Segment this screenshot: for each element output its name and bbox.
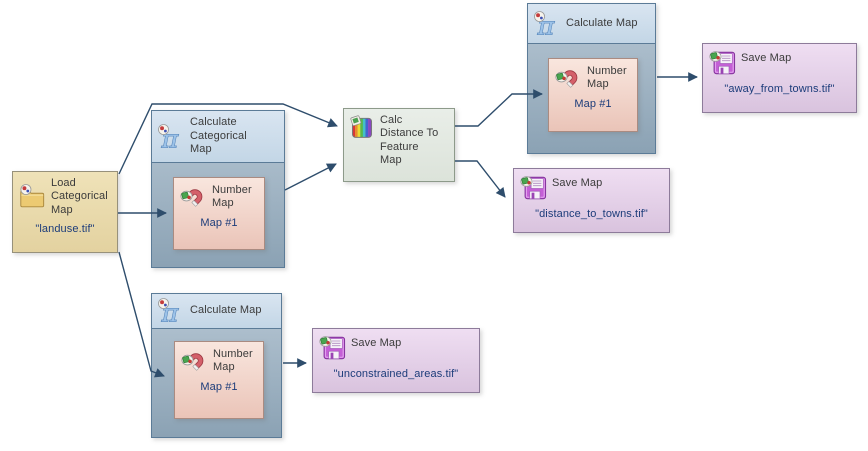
- pi-functor-icon: [157, 297, 185, 325]
- map-port-label: Map #1: [200, 381, 238, 393]
- node-calculate-map-top[interactable]: Calculate Map Number Map Map #1: [527, 3, 656, 154]
- node-title: Number Map: [213, 347, 253, 373]
- node-title: Calc Distance To Feature Map: [380, 114, 439, 167]
- map-port-label: Map #1: [200, 217, 238, 229]
- magnet-map-icon: [179, 183, 207, 211]
- map-port-label: Map #1: [574, 98, 612, 110]
- node-calc-distance-to-feature-map[interactable]: Calc Distance To Feature Map: [343, 108, 455, 182]
- floppy-map-icon: [519, 174, 547, 202]
- floppy-map-icon: [708, 49, 736, 77]
- node-number-map[interactable]: Number Map Map #1: [174, 341, 264, 419]
- node-save-map-distance-to-towns[interactable]: Save Map "distance_to_towns.tif": [513, 168, 670, 233]
- node-calculate-map-bottom[interactable]: Calculate Map Number Map Map #1: [151, 293, 282, 438]
- rainbow-map-icon: [349, 114, 375, 140]
- node-filename: "unconstrained_areas.tif": [333, 368, 459, 380]
- container-title: Calculate Map: [190, 304, 262, 317]
- node-number-map[interactable]: Number Map Map #1: [548, 58, 638, 132]
- node-filename: "landuse.tif": [35, 223, 95, 236]
- node-title: Save Map: [741, 52, 792, 64]
- floppy-map-icon: [318, 334, 346, 362]
- node-title: Number Map: [587, 64, 627, 90]
- node-save-map-unconstrained-areas[interactable]: Save Map "unconstrained_areas.tif": [312, 328, 480, 393]
- node-save-map-away-from-towns[interactable]: Save Map "away_from_towns.tif": [702, 43, 857, 113]
- node-title: Load Categorical Map: [51, 177, 108, 216]
- node-load-categorical-map[interactable]: Load Categorical Map "landuse.tif": [12, 171, 118, 253]
- pi-functor-icon: [533, 10, 561, 38]
- node-number-map[interactable]: Number Map Map #1: [173, 177, 265, 250]
- connection-calc-categorical-to-calc-distance[interactable]: [284, 163, 337, 191]
- node-title: Number Map: [212, 183, 252, 209]
- container-title: Calculate Map: [566, 16, 638, 29]
- node-filename: "away_from_towns.tif": [724, 83, 835, 95]
- container-title: Calculate Categorical Map: [190, 116, 247, 156]
- folder-map-icon: [18, 183, 46, 211]
- node-filename: "distance_to_towns.tif": [535, 208, 648, 220]
- magnet-map-icon: [554, 64, 582, 92]
- node-title: Save Map: [552, 177, 603, 189]
- pi-functor-icon: [157, 123, 185, 151]
- node-title: Save Map: [351, 337, 402, 349]
- connection-calc-distance-to-save-distance[interactable]: [455, 160, 506, 198]
- magnet-map-icon: [180, 347, 208, 375]
- node-calculate-categorical-map[interactable]: Calculate Categorical Map Number Map Map…: [151, 110, 285, 268]
